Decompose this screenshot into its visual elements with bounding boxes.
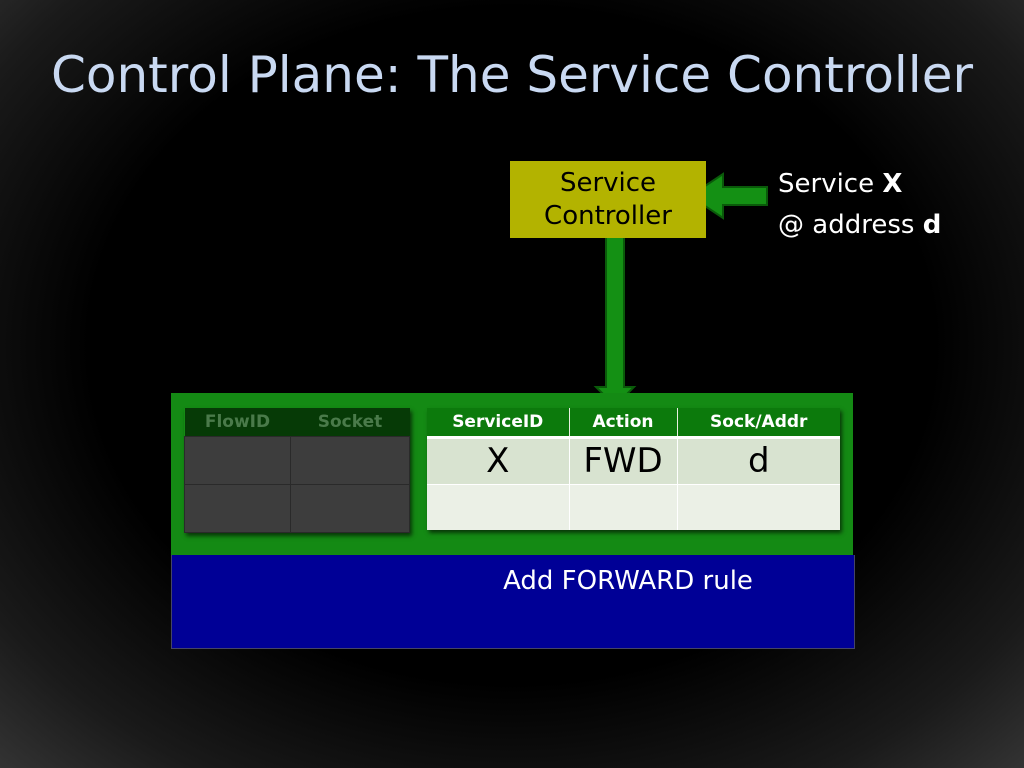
callout-label: Add FORWARD rule — [503, 566, 753, 596]
table-row — [184, 436, 410, 485]
service-controller-line1: Service — [559, 167, 657, 198]
service-table: ServiceID Action Sock/Addr X FWD d — [427, 408, 840, 530]
service-note-prefix: Service — [778, 169, 883, 199]
service-controller-box: Service Controller — [510, 161, 706, 238]
flow-header-socket: Socket — [290, 408, 410, 437]
host-region-blue — [171, 555, 855, 649]
table-row — [427, 484, 840, 530]
flow-cell — [184, 436, 291, 485]
service-id: X — [882, 169, 903, 199]
service-header-sockaddr: Sock/Addr — [676, 408, 840, 439]
service-header-serviceid: ServiceID — [427, 408, 569, 439]
service-cell-action: FWD — [568, 437, 677, 485]
service-address: d — [922, 210, 942, 240]
service-cell-addr — [676, 484, 840, 530]
service-announce-arrow — [688, 172, 768, 220]
service-controller-line2: Controller — [544, 200, 672, 231]
service-note: Service X @ address d — [778, 164, 941, 246]
service-cell-addr: d — [676, 437, 840, 485]
flow-header-flowid: FlowID — [184, 408, 291, 437]
service-cell-id: X — [427, 437, 569, 485]
table-row — [184, 484, 410, 533]
table-row: X FWD d — [427, 437, 840, 485]
flow-table: FlowID Socket — [184, 408, 410, 533]
flow-cell — [184, 484, 291, 533]
service-cell-id — [427, 484, 569, 530]
slide-title: Control Plane: The Service Controller — [50, 46, 974, 104]
controller-down-arrow — [593, 231, 637, 408]
flow-cell — [290, 436, 410, 485]
service-header-action: Action — [568, 408, 677, 439]
flow-cell — [290, 484, 410, 533]
service-cell-action — [568, 484, 677, 530]
address-note-prefix: @ address — [778, 210, 923, 240]
